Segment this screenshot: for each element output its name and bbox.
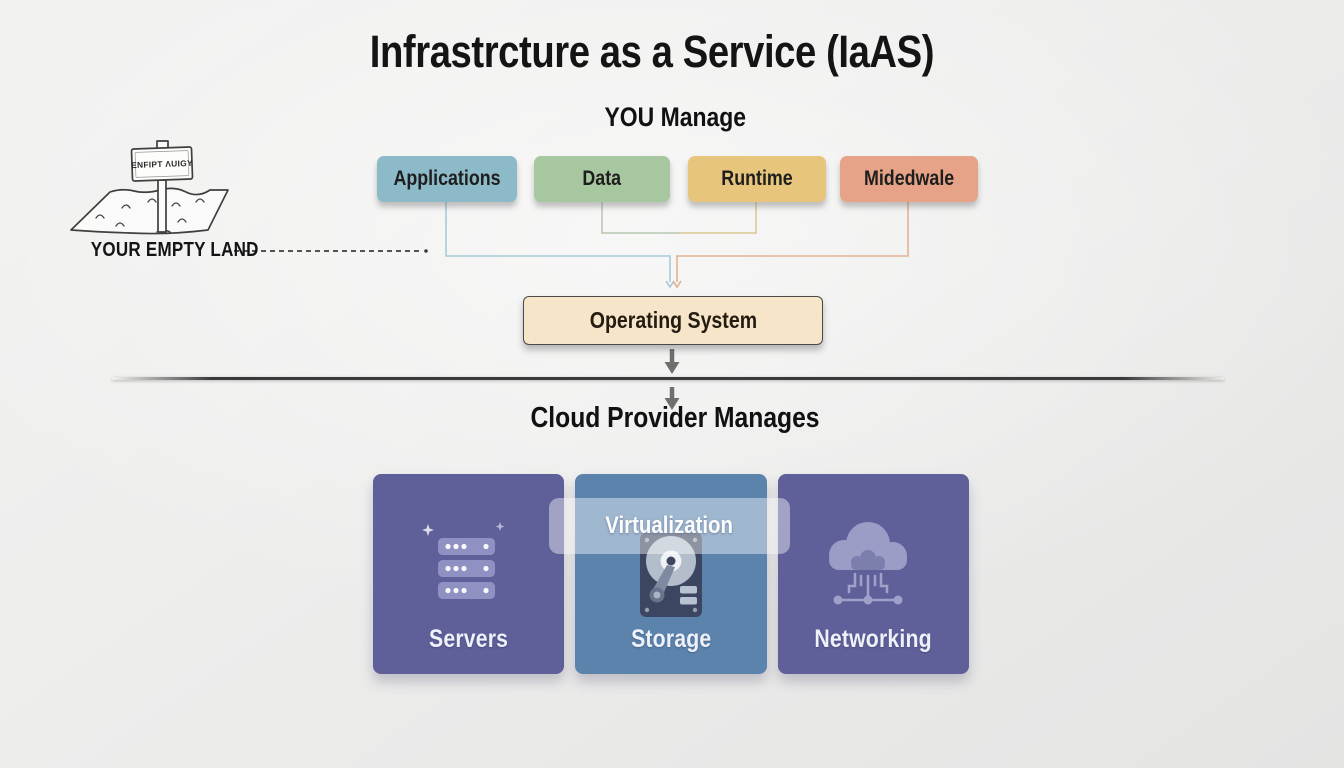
applications-connector-arrowhead bbox=[665, 280, 675, 289]
box-applications: Applications bbox=[377, 156, 517, 202]
grass-tufts bbox=[95, 198, 205, 227]
runtime-connector-line bbox=[679, 202, 757, 234]
middleware-connector-arrowhead bbox=[672, 280, 682, 289]
cloud-network-icon bbox=[829, 522, 907, 605]
hard-drive-icon bbox=[640, 533, 702, 617]
card-servers: Servers bbox=[373, 474, 564, 674]
card-networking: Networking bbox=[778, 474, 969, 674]
box-data: Data bbox=[534, 156, 670, 202]
sign-board bbox=[130, 146, 194, 182]
box-runtime: Runtime bbox=[688, 156, 826, 202]
data-connector-line bbox=[601, 202, 679, 234]
box-middleware-label: Midedwale bbox=[863, 167, 955, 190]
card-networking-label-text: Networking bbox=[814, 625, 933, 653]
you-manage-heading: YOU Manage bbox=[480, 102, 870, 133]
land-patch-outline bbox=[70, 187, 229, 235]
dashed-line-end-dot bbox=[424, 249, 428, 253]
arrow-head bbox=[664, 362, 680, 374]
cloud-provider-heading: Cloud Provider Manages bbox=[480, 402, 870, 435]
box-operating-system-label: Operating System bbox=[589, 307, 757, 333]
virtualization-overlay: Virtualization bbox=[549, 498, 790, 554]
section-divider-line bbox=[112, 377, 1224, 380]
cloud-provider-heading-text: Cloud Provider Manages bbox=[530, 402, 820, 434]
applications-connector-line bbox=[445, 202, 671, 282]
empty-land-sketch: ENFIPT ΛUIGY bbox=[70, 140, 229, 235]
card-servers-label-text: Servers bbox=[428, 625, 509, 653]
page-title: Infrastrcture as a Service (IaAS) bbox=[0, 26, 1304, 78]
page-title-text: Infrastrcture as a Service (IaAS) bbox=[369, 26, 935, 77]
box-data-label: Data bbox=[582, 167, 622, 190]
os-to-cloud-arrow-top bbox=[664, 349, 680, 374]
virtualization-label: Virtualization bbox=[605, 512, 734, 539]
box-runtime-label: Runtime bbox=[721, 167, 793, 190]
sign-text: ENFIPT ΛUIGY bbox=[131, 158, 193, 170]
sign-post bbox=[157, 179, 167, 233]
card-storage: Storage bbox=[575, 474, 767, 674]
you-manage-heading-text: YOU Manage bbox=[604, 102, 746, 132]
box-applications-label: Applications bbox=[393, 167, 501, 190]
card-storage-label: Storage bbox=[575, 625, 767, 654]
box-operating-system: Operating System bbox=[523, 296, 823, 345]
empty-land-caption: YOUR EMPTY LAND bbox=[76, 239, 273, 262]
card-networking-label: Networking bbox=[778, 625, 969, 654]
empty-land-caption-text: YOUR EMPTY LAND bbox=[90, 239, 259, 261]
server-rack-icon bbox=[422, 522, 505, 599]
box-middleware: Midedwale bbox=[840, 156, 978, 202]
sparkle-icon bbox=[422, 522, 505, 536]
card-storage-label-text: Storage bbox=[630, 625, 712, 653]
middleware-connector-line bbox=[676, 202, 909, 282]
card-servers-label: Servers bbox=[373, 625, 564, 654]
